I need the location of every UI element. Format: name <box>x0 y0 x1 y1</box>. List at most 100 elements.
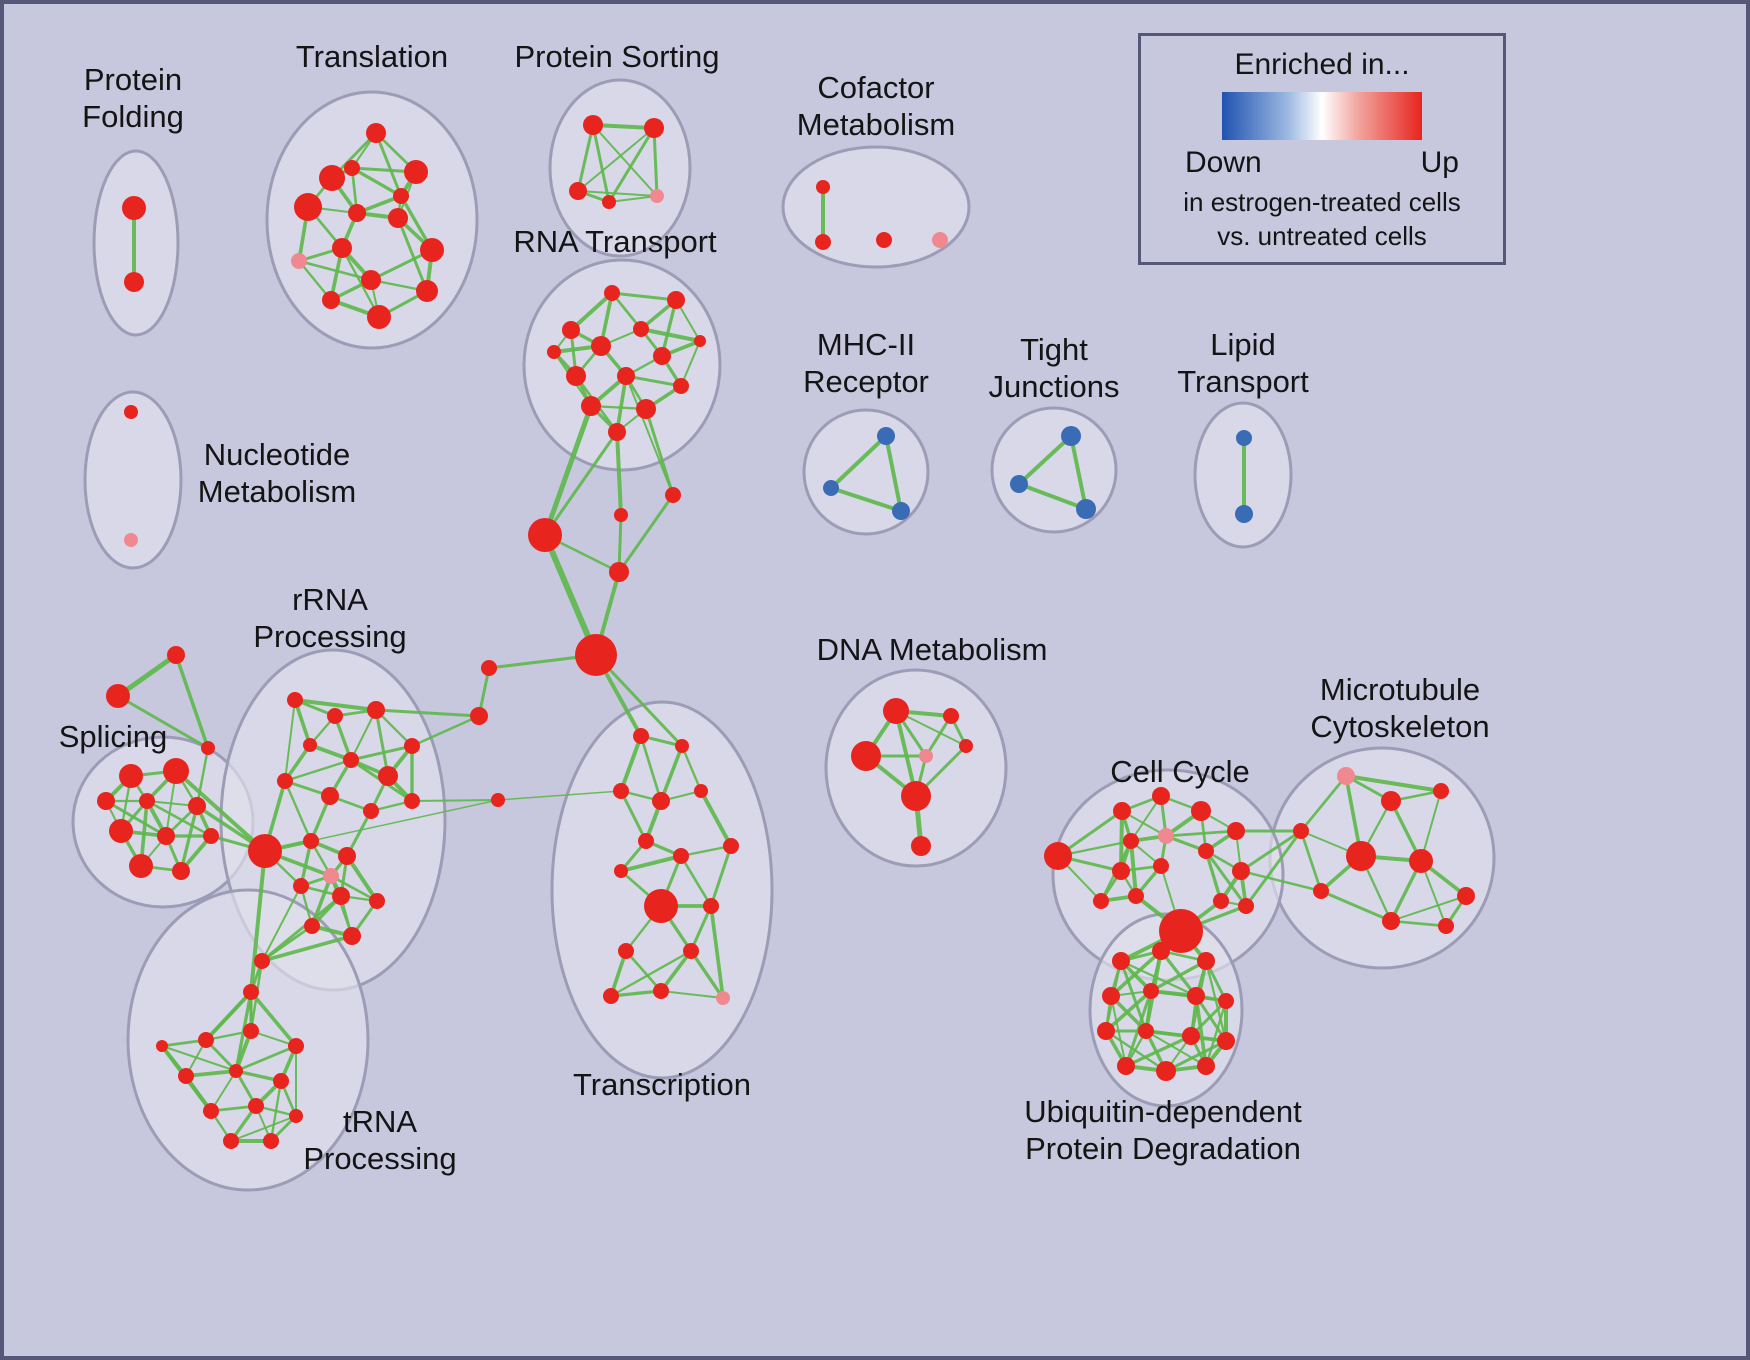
network-edge <box>1109 949 1163 998</box>
network-edge <box>591 123 611 204</box>
node-nuc-1 <box>124 533 138 547</box>
node-tra-10 <box>416 280 438 302</box>
cluster-label-lip: Transport <box>1177 364 1309 399</box>
cluster-label-pf: Protein <box>84 62 182 97</box>
node-dna-6 <box>911 836 931 856</box>
node-tra-12 <box>367 305 391 329</box>
network-edge <box>234 1044 298 1073</box>
network-edge <box>625 375 674 496</box>
network-edge <box>679 854 713 908</box>
network-edge <box>1017 434 1073 486</box>
node-lip-0 <box>1236 430 1252 446</box>
network-edge <box>608 195 658 203</box>
node-ps-4 <box>650 189 664 203</box>
node-mic-7 <box>1313 883 1329 899</box>
node-pf-1 <box>124 272 144 292</box>
node-rna-4 <box>591 336 611 356</box>
node-tra-11 <box>322 291 340 309</box>
node-ps-0 <box>583 115 603 135</box>
node-txn-11 <box>618 943 634 959</box>
node-cc-7 <box>1198 843 1214 859</box>
node-tra-8 <box>291 253 307 269</box>
node-pf-0 <box>122 196 146 220</box>
node-rrna-10 <box>404 793 420 809</box>
node-mic-3 <box>1293 823 1309 839</box>
node-cc-4 <box>1227 822 1245 840</box>
network-edge <box>680 744 703 793</box>
node-dna-4 <box>959 739 973 753</box>
legend-subtitle-line2: vs. untreated cells <box>1217 220 1427 251</box>
network-edge <box>374 708 390 778</box>
node-txn-5 <box>723 838 739 854</box>
cluster-label-mic: Microtubule <box>1320 672 1480 707</box>
node-cc-11 <box>1128 888 1144 904</box>
node-rrna-11 <box>248 834 282 868</box>
node-rrna-12 <box>303 833 319 849</box>
node-trna-0 <box>243 984 259 1000</box>
cluster-ellipse-cof <box>781 145 971 269</box>
network-edge <box>829 434 888 490</box>
network-edge <box>249 990 298 1048</box>
node-cc-5 <box>1123 833 1139 849</box>
network-edge <box>261 885 302 962</box>
network-edge <box>1420 790 1442 862</box>
network-edge <box>624 374 683 388</box>
node-conn-10 <box>201 741 215 755</box>
node-rrna-16 <box>332 887 350 905</box>
network-edge <box>1319 889 1393 923</box>
node-mic-5 <box>1409 849 1433 873</box>
node-mic-6 <box>1457 887 1475 905</box>
node-mic-0 <box>1337 767 1355 785</box>
node-lip-1 <box>1235 505 1253 523</box>
node-cc-13 <box>1213 893 1229 909</box>
node-rna-1 <box>667 291 685 309</box>
node-cc-9 <box>1153 858 1169 874</box>
node-rrna-4 <box>303 738 317 752</box>
node-rrna-13 <box>338 847 356 865</box>
node-cof-2 <box>876 232 892 248</box>
node-spl-6 <box>157 827 175 845</box>
node-rrna-2 <box>367 701 385 719</box>
network-edge <box>1124 1034 1193 1068</box>
network-edge <box>293 698 378 712</box>
network-edge <box>1104 1029 1168 1073</box>
network-edge <box>624 949 663 993</box>
network-edge <box>577 127 655 192</box>
network-edge <box>284 699 296 782</box>
node-rrna-14 <box>323 868 339 884</box>
node-cc-2 <box>1152 787 1170 805</box>
node-ubi-5 <box>1187 987 1205 1005</box>
network-edge <box>283 779 313 843</box>
network-edge <box>1164 829 1238 838</box>
network-edge <box>1104 989 1153 1033</box>
network-edge <box>577 190 658 197</box>
network-edge <box>1389 919 1448 928</box>
node-trna-4 <box>288 1038 304 1054</box>
network-edge <box>610 291 678 302</box>
node-cc-14 <box>1093 893 1109 909</box>
node-ubi-8 <box>1138 1023 1154 1039</box>
network-edge <box>1194 994 1228 1043</box>
network-edge <box>1204 849 1248 908</box>
network-edge <box>709 844 733 908</box>
node-spl-7 <box>203 828 219 844</box>
cluster-label-cof: Cofactor <box>817 70 934 105</box>
network-edge <box>639 327 702 343</box>
node-conn-1 <box>614 508 628 522</box>
node-trna-1 <box>156 1040 168 1052</box>
cluster-label-ps: Protein Sorting <box>514 39 719 74</box>
node-mhc-0 <box>877 427 895 445</box>
node-trna-9 <box>248 1098 264 1114</box>
node-rrna-6 <box>378 766 398 786</box>
node-cof-3 <box>932 232 948 248</box>
network-edge <box>260 934 354 963</box>
cluster-ellipse-mhc <box>802 408 930 536</box>
node-rna-12 <box>547 345 561 359</box>
node-mic-2 <box>1433 783 1449 799</box>
cluster-label-spl: Splicing <box>59 719 168 754</box>
network-edge <box>260 894 343 963</box>
node-txn-14 <box>603 988 619 1004</box>
network-edge <box>1244 829 1303 908</box>
network-edge <box>497 790 622 801</box>
